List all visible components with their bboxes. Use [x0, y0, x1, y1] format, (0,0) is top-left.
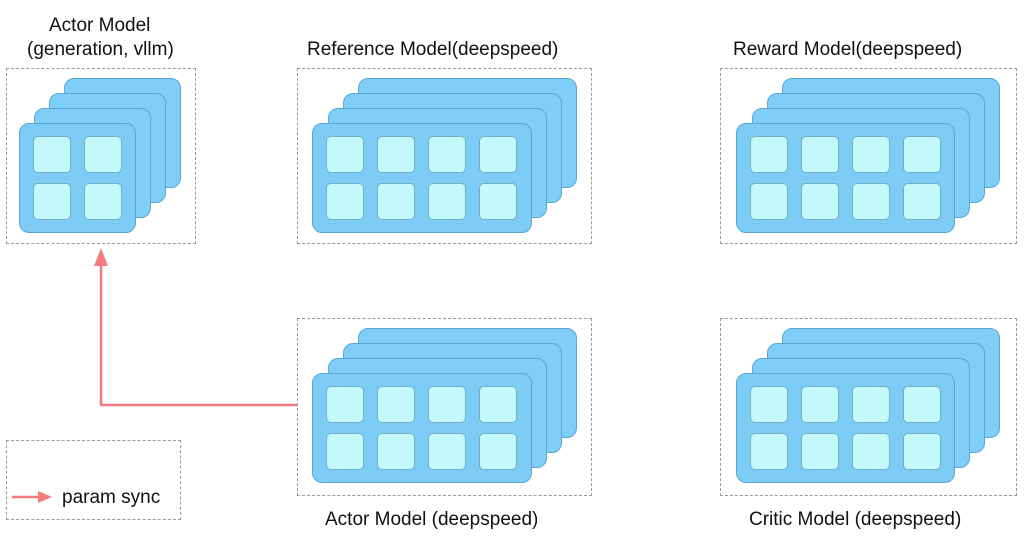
gpu-cell [33, 136, 71, 173]
actor-gen-title-line2: (generation, vllm) [27, 39, 174, 60]
gpu-cell [479, 183, 517, 220]
actor-ds-card-front [312, 373, 532, 483]
actor-gen-frame [6, 68, 196, 244]
gpu-cell [326, 386, 364, 423]
gpu-cell [326, 433, 364, 470]
actor-ds-frame [297, 318, 592, 496]
gpu-cell [479, 433, 517, 470]
gpu-cell [377, 433, 415, 470]
gpu-cell [479, 386, 517, 423]
gpu-cell [377, 183, 415, 220]
gpu-cell [33, 183, 71, 220]
gpu-cell [377, 136, 415, 173]
gpu-cell [852, 386, 890, 423]
reference-frame [297, 68, 592, 244]
gpu-cell [852, 136, 890, 173]
actor-gen-title-line1: Actor Model [49, 15, 151, 36]
gpu-cell [377, 386, 415, 423]
gpu-cell [801, 433, 839, 470]
gpu-cell [903, 433, 941, 470]
critic-frame [720, 318, 1017, 496]
gpu-cell [479, 136, 517, 173]
gpu-cell [903, 183, 941, 220]
legend-label: param sync [62, 487, 161, 508]
critic-model-title: Critic Model (deepspeed) [749, 509, 962, 530]
reference-card-front [312, 123, 532, 233]
reward-frame [720, 68, 1017, 244]
gpu-cell [852, 183, 890, 220]
gpu-cell [903, 386, 941, 423]
gpu-cell [801, 386, 839, 423]
reference-model-title: Reference Model(deepspeed) [307, 39, 559, 60]
param-sync-arrowhead [94, 248, 108, 266]
gpu-cell [801, 183, 839, 220]
gpu-cell [903, 136, 941, 173]
gpu-cell [84, 183, 122, 220]
gpu-cell [326, 183, 364, 220]
gpu-cell [750, 386, 788, 423]
actor-gen-card-front [19, 123, 136, 233]
param-sync-connector [99, 264, 297, 407]
reward-card-front [736, 123, 955, 233]
gpu-cell [750, 433, 788, 470]
gpu-cell [801, 136, 839, 173]
gpu-cell [84, 136, 122, 173]
gpu-cell [428, 386, 466, 423]
gpu-cell [428, 136, 466, 173]
legend-frame [6, 440, 181, 520]
gpu-cell [428, 183, 466, 220]
actor-ds-model-title: Actor Model (deepspeed) [325, 509, 539, 530]
gpu-cell [428, 433, 466, 470]
critic-card-front [736, 373, 955, 483]
gpu-cell [750, 183, 788, 220]
gpu-cell [326, 136, 364, 173]
gpu-cell [750, 136, 788, 173]
gpu-cell [852, 433, 890, 470]
reward-model-title: Reward Model(deepspeed) [733, 39, 963, 60]
param-sync-arrow [99, 264, 297, 407]
